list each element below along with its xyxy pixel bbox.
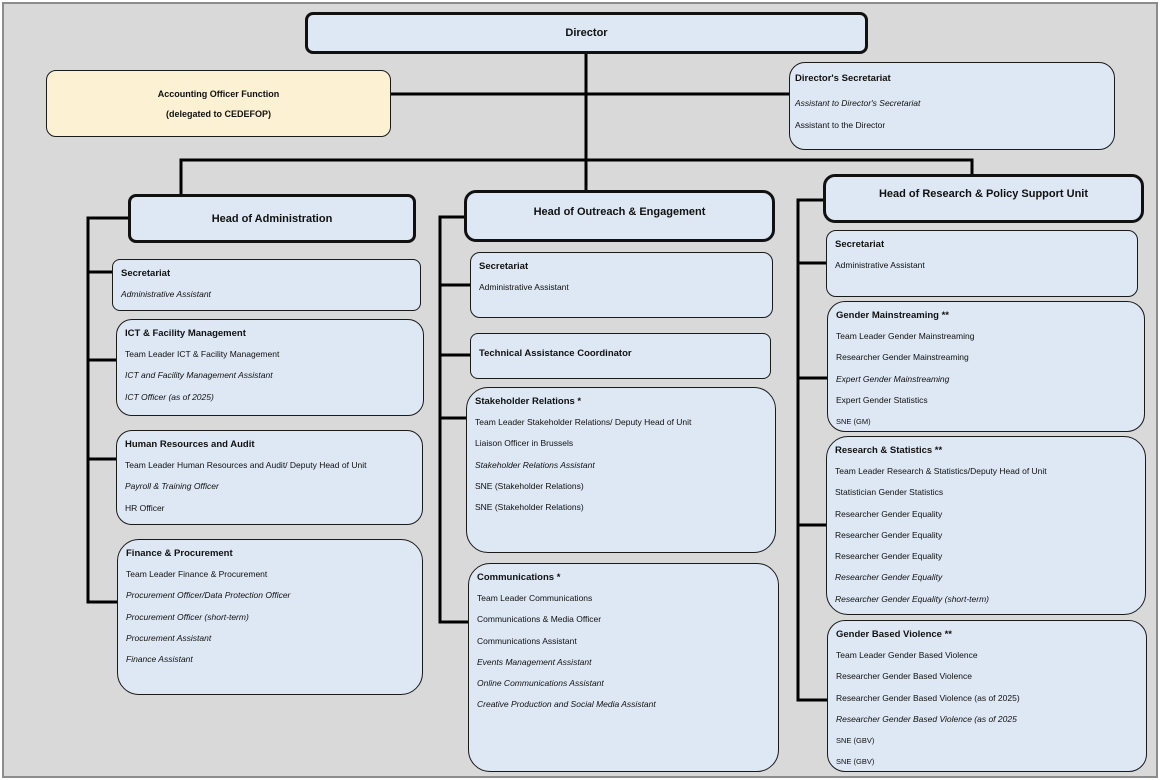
role-item: Payroll & Training Officer: [125, 481, 219, 492]
role-item: Researcher Gender Equality: [835, 529, 943, 540]
role-item: Communications Assistant: [477, 635, 577, 646]
gbv-unit: Gender Based Violence ** Team Leader Gend…: [827, 620, 1147, 772]
directors-secretariat-box: Director's Secretariat Assistant to Dire…: [789, 62, 1115, 150]
role-item: Researcher Gender Mainstreaming: [836, 352, 969, 363]
role-item: Team Leader Research & Statistics/Deputy…: [835, 466, 1047, 476]
role-item: Team Leader Finance & Procurement: [126, 569, 268, 579]
accounting-officer-box: Accounting Officer Function (delegated t…: [46, 70, 391, 137]
role-item: ICT and Facility Management Assistant: [125, 370, 273, 381]
tac-unit: Technical Assistance Coordinator: [470, 333, 771, 379]
role-item: Team Leader Stakeholder Relations/ Deput…: [475, 417, 692, 427]
unit-title: Gender Based Violence **: [836, 629, 952, 640]
role-assistant-director: Assistant to the Director: [795, 120, 886, 130]
unit-title: Secretariat: [835, 239, 885, 250]
role-item: Administrative Assistant: [479, 282, 569, 292]
role-item: Events Management Assistant: [477, 656, 592, 667]
role-item: HR Officer: [125, 502, 165, 513]
role-item: SNE (Stakeholder Relations): [475, 480, 584, 491]
role-item: Statistician Gender Statistics: [835, 487, 944, 498]
stakeholder-unit: Stakeholder Relations * Team Leader Stake…: [466, 387, 776, 553]
role-item: Researcher Gender Equality: [835, 551, 943, 562]
role-item: Researcher Gender Based Violence (as of …: [836, 713, 1017, 724]
role-item: Liaison Officer in Brussels: [475, 438, 574, 449]
role-item: Procurement Officer (short-term): [126, 611, 249, 622]
role-item: Administrative Assistant: [121, 289, 211, 299]
unit-title: Research & Statistics **: [835, 445, 943, 456]
directors-secretariat-title: Director's Secretariat: [795, 73, 891, 84]
unit-title: Communications *: [477, 572, 561, 583]
role-item: Team Leader ICT & Facility Management: [125, 349, 280, 359]
unit-title: Finance & Procurement: [126, 548, 233, 559]
role-item: Stakeholder Relations Assistant: [475, 459, 595, 470]
unit-title: Secretariat: [121, 268, 171, 279]
unit-title: Secretariat: [479, 261, 529, 272]
role-item: Team Leader Human Resources and Audit/ D…: [125, 460, 367, 470]
accounting-title: Accounting Officer Function: [157, 88, 280, 99]
role-item: Team Leader Gender Based Violence: [836, 650, 978, 660]
role-item: Researcher Gender Based Violence (as of …: [836, 692, 1020, 703]
unit-title: ICT & Facility Management: [125, 328, 246, 339]
role-item: Online Communications Assistant: [477, 678, 604, 689]
role-item: SNE (GBV): [836, 736, 875, 746]
unit-title: Stakeholder Relations *: [475, 396, 582, 407]
unit-title: Gender Mainstreaming **: [836, 310, 949, 321]
unit-title: Technical Assistance Coordinator: [479, 348, 632, 359]
role-item: Team Leader Communications: [477, 593, 593, 603]
role-item: Expert Gender Statistics: [836, 394, 928, 405]
accounting-subtitle: (delegated to CEDEFOP): [165, 108, 271, 119]
gm-unit: Gender Mainstreaming ** Team Leader Gende…: [827, 301, 1145, 432]
role-item: Team Leader Gender Mainstreaming: [836, 331, 975, 341]
role-item: ICT Officer (as of 2025): [125, 391, 214, 402]
role-item: Administrative Assistant: [835, 260, 925, 270]
director-box: Director: [305, 12, 868, 54]
role-item: Procurement Assistant: [126, 632, 212, 643]
communications-unit: Communications * Team Leader Communicatio…: [468, 563, 779, 772]
unit-title: Human Resources and Audit: [125, 439, 255, 450]
role-item: SNE (GM): [836, 417, 871, 427]
head-of-administration-box: Head of Administration: [128, 194, 416, 243]
head-of-research-box: Head of Research & Policy Support Unit: [823, 174, 1144, 223]
role-item: Researcher Gender Equality: [835, 508, 943, 519]
role-item: Finance Assistant: [126, 654, 193, 665]
role-item: Procurement Officer/Data Protection Offi…: [126, 590, 291, 601]
role-item: Researcher Gender Equality: [835, 572, 943, 583]
role-item: Creative Production and Social Media Ass…: [477, 699, 656, 710]
role-item: Expert Gender Mainstreaming: [836, 373, 950, 384]
head-of-outreach-box: Head of Outreach & Engagement: [464, 190, 775, 242]
role-assistant-secretariat: Assistant to Director's Secretariat: [795, 98, 921, 108]
role-item: Researcher Gender Equality (short-term): [835, 593, 990, 604]
role-item: Researcher Gender Based Violence: [836, 671, 972, 682]
role-item: Communications & Media Officer: [477, 614, 602, 625]
role-item: SNE (Stakeholder Relations): [475, 502, 584, 513]
rs-unit: Research & Statistics ** Team Leader Rese…: [826, 436, 1146, 615]
role-item: SNE (GBV): [836, 757, 875, 767]
